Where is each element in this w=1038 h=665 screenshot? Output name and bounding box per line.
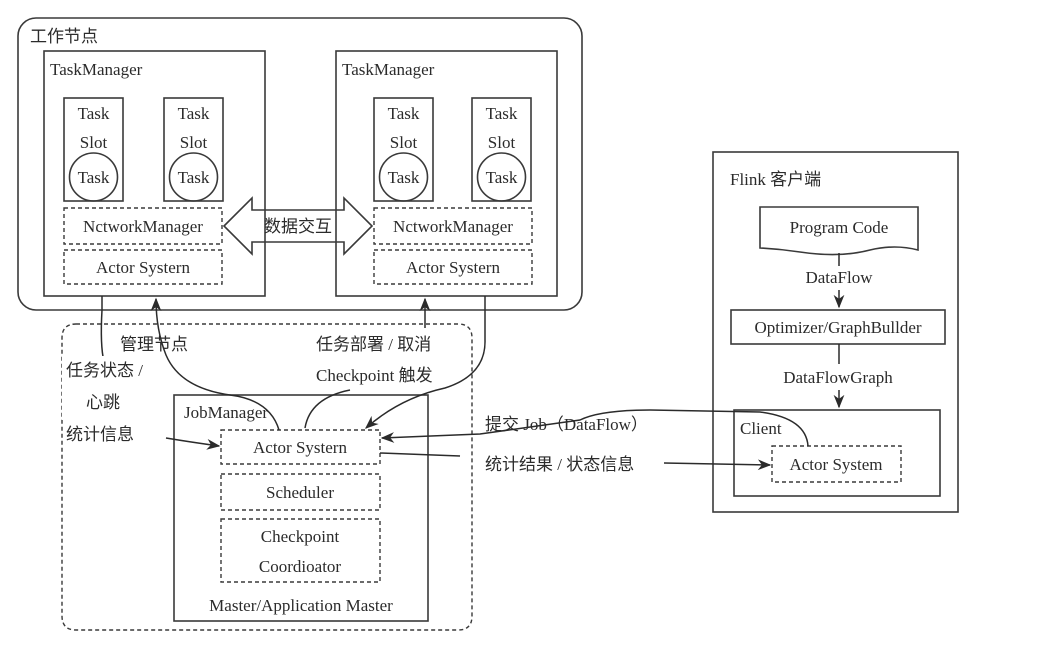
dataflow-graph-label: DataFlowGraph: [783, 368, 893, 387]
data-exchange-arrow-icon: [222, 196, 374, 256]
master-node-group: 管理节点 JobManager Actor Systern Scheduler …: [61, 323, 473, 631]
master-node-title: 管理节点: [120, 335, 188, 354]
tm2-to-jm-arrow: [364, 296, 486, 429]
task-label: Task: [178, 168, 210, 187]
network-manager-label: NctworkManager: [393, 217, 513, 236]
worker-node-title: 工作节点: [30, 27, 98, 46]
client-actor-system-label: Actor System: [789, 455, 882, 474]
program-code-document-icon: [759, 206, 919, 256]
job-manager-box: [173, 394, 429, 622]
stats-result-label: 统计结果 / 状态信息: [485, 455, 634, 474]
task-manager-1: TaskManager Task Slot Task Task Slot Tas…: [43, 50, 266, 297]
actor-system-label: Actor Systern: [406, 258, 500, 277]
task-slot-label-2: Slot: [390, 133, 418, 152]
deploy-connector: [304, 389, 351, 429]
optimizer-box: [730, 309, 946, 345]
task-manager-2: TaskManager Task Slot Task Task Slot Tas…: [335, 50, 558, 297]
task-label: Task: [388, 168, 420, 187]
task-slot-label-1: Task: [78, 104, 110, 123]
worker-node-box: [17, 17, 583, 311]
client-label: Client: [740, 419, 782, 438]
task-slot-label-1: Task: [388, 104, 420, 123]
task-circle: [68, 152, 119, 202]
task-status-label-3: 统计信息: [66, 425, 134, 444]
task-manager-title: TaskManager: [50, 60, 143, 79]
jm-actor-system-label: Actor Systern: [253, 438, 347, 457]
submit-job-arrow: [380, 409, 809, 447]
job-manager-footer: Master/Application Master: [209, 596, 393, 615]
task-label: Task: [486, 168, 518, 187]
network-manager-label: NctworkManager: [83, 217, 203, 236]
jm-actor-system-box: [220, 429, 381, 465]
scheduler-box: [220, 473, 381, 511]
task-manager-title: TaskManager: [342, 60, 435, 79]
actor-system-box: [373, 249, 533, 285]
client-box: [733, 409, 941, 497]
flink-client-group: Flink 客户端 Program Code DataFlow Optimize…: [712, 151, 959, 513]
connectors: [100, 296, 809, 471]
task-status-connector: [100, 296, 105, 363]
checkpoint-coordinator-box: [220, 518, 381, 583]
data-exchange-label: 数据交互: [264, 217, 332, 236]
actor-system-label: Actor Systern: [96, 258, 190, 277]
stats-info-arrow: [165, 437, 221, 450]
management-arrow: [150, 297, 280, 431]
deploy-label-1: 任务部署 / 取消: [316, 335, 431, 354]
task-status-label-1: 任务状态 /: [66, 361, 143, 380]
deploy-label-2: Checkpoint 触发: [316, 366, 433, 385]
actor-system-box: [63, 249, 223, 285]
task-label: Task: [78, 168, 110, 187]
label-bg: [62, 356, 154, 420]
task-slot-label-2: Slot: [80, 133, 108, 152]
dataflow-label: DataFlow: [805, 268, 873, 287]
task-manager-box: [335, 50, 558, 297]
task-slot-label-1: Task: [486, 104, 518, 123]
client-actor-system-box: [771, 445, 902, 483]
task-manager-box: [43, 50, 266, 297]
task-circle: [168, 152, 219, 202]
task-slot-label-1: Task: [178, 104, 210, 123]
checkpoint-coordinator-label-2: Coordioator: [259, 557, 341, 576]
task-circle: [378, 152, 429, 202]
task-circle: [476, 152, 527, 202]
network-manager-box: [63, 207, 223, 245]
network-manager-box: [373, 207, 533, 245]
flink-client-box: [712, 151, 959, 513]
task-slot-label-2: Slot: [488, 133, 516, 152]
scheduler-label: Scheduler: [266, 483, 334, 502]
stats-result-arrow: [663, 459, 772, 471]
stats-result-connector-left: [379, 452, 461, 457]
optimizer-label: Optimizer/GraphBullder: [754, 318, 921, 337]
job-manager-title: JobManager: [184, 403, 268, 422]
edge-labels: 任务状态 / 心跳 统计信息 任务部署 / 取消 Checkpoint 触发 提…: [62, 335, 648, 474]
checkpoint-coordinator-label-1: Checkpoint: [261, 527, 340, 546]
task-status-label-2: 心跳: [86, 393, 120, 412]
worker-node-group: 工作节点 TaskManager Task Slot Task Task Slo…: [17, 17, 583, 311]
task-slot-label-2: Slot: [180, 133, 208, 152]
program-code-label: Program Code: [790, 218, 889, 237]
submit-job-label: 提交 Job（DataFlow）: [485, 415, 648, 434]
flink-client-title: Flink 客户端: [730, 170, 821, 189]
